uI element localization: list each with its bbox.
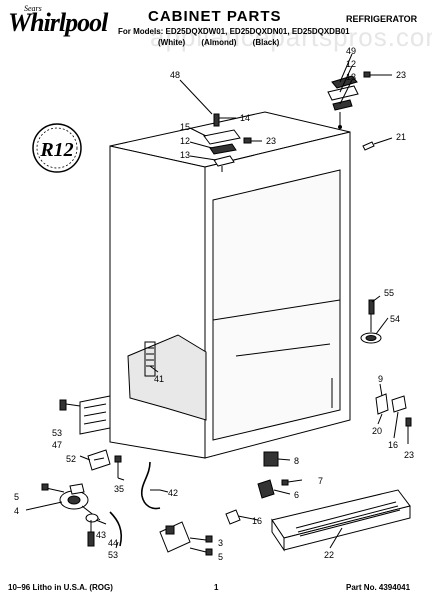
r12-badge-text: R12 <box>39 139 73 161</box>
r12-badge: R12 <box>32 123 82 173</box>
part-9-20 <box>375 393 412 427</box>
callout-41: 41 <box>154 374 164 384</box>
callout-23: 23 <box>396 70 406 80</box>
callout-22: 22 <box>324 550 334 560</box>
brand-logo: Whirlpool <box>8 8 108 37</box>
upper-hinge-center <box>203 113 262 172</box>
callout-20: 20 <box>372 426 382 436</box>
callout-23-right: 23 <box>404 450 414 460</box>
callout-14: 14 <box>240 113 250 123</box>
callout-44: 44 <box>108 538 118 548</box>
color-list: (White) (Almond) (Black) <box>158 38 280 47</box>
callout-47: 47 <box>52 440 62 450</box>
callout-3: 3 <box>218 538 223 548</box>
part-43-44 <box>87 511 123 547</box>
callout-8: 8 <box>294 456 299 466</box>
brand-swirl: Sears <box>24 4 42 13</box>
callout-12-center: 12 <box>180 136 190 146</box>
model-list: For Models: ED25DQXDW01, ED25DQXDN01, ED… <box>118 27 350 36</box>
callout-52: 52 <box>66 454 76 464</box>
part-8-7-6 <box>225 451 303 525</box>
category-label: REFRIGERATOR <box>346 14 418 24</box>
toe-grille <box>271 489 411 552</box>
callout-12: 12 <box>346 59 356 69</box>
callout-48: 48 <box>170 70 180 80</box>
callout-53-left: 53 <box>52 428 62 438</box>
callout-43: 43 <box>96 530 106 540</box>
callout-23-center: 23 <box>266 136 276 146</box>
page-number: 1 <box>214 583 219 592</box>
callout-53-bottom: 53 <box>108 550 118 560</box>
callout-21: 21 <box>396 132 406 142</box>
callout-54: 54 <box>390 314 400 324</box>
callout-55: 55 <box>384 288 394 298</box>
part-number: Part No. 4394041 <box>346 583 411 592</box>
callout-35: 35 <box>114 484 124 494</box>
callout-5-bottom: 5 <box>218 552 223 562</box>
callout-49: 49 <box>346 46 356 56</box>
callout-42: 42 <box>168 488 178 498</box>
callout-4: 4 <box>14 506 19 516</box>
watermark: appliancepartspros.com <box>150 22 432 52</box>
callout-15: 15 <box>180 122 190 132</box>
page-title: CABINET PARTS <box>148 8 282 25</box>
cabinet <box>109 111 351 459</box>
part-21 <box>362 137 393 151</box>
leader-lines <box>25 53 409 549</box>
callout-6: 6 <box>294 490 299 500</box>
part-4-valve <box>41 483 101 523</box>
upper-hinge-right <box>327 71 392 129</box>
callout-16-bottom: 16 <box>252 516 262 526</box>
left-bracket <box>59 395 111 435</box>
part-52 <box>87 449 111 471</box>
callout-5-left: 5 <box>14 492 19 502</box>
callout-9: 9 <box>378 374 383 384</box>
callout-16-right: 16 <box>388 440 398 450</box>
callout-13-center: 13 <box>180 150 190 160</box>
callout-labels: 48 49 12 13 23 14 15 12 13 23 21 55 54 4… <box>14 46 414 562</box>
callout-13: 13 <box>346 72 356 82</box>
drain-tube <box>114 455 161 510</box>
callout-7: 7 <box>318 476 323 486</box>
part-55-54 <box>360 299 382 344</box>
part-3 <box>159 521 213 556</box>
print-info: 10–96 Litho in U.S.A. (ROG) <box>8 583 113 592</box>
